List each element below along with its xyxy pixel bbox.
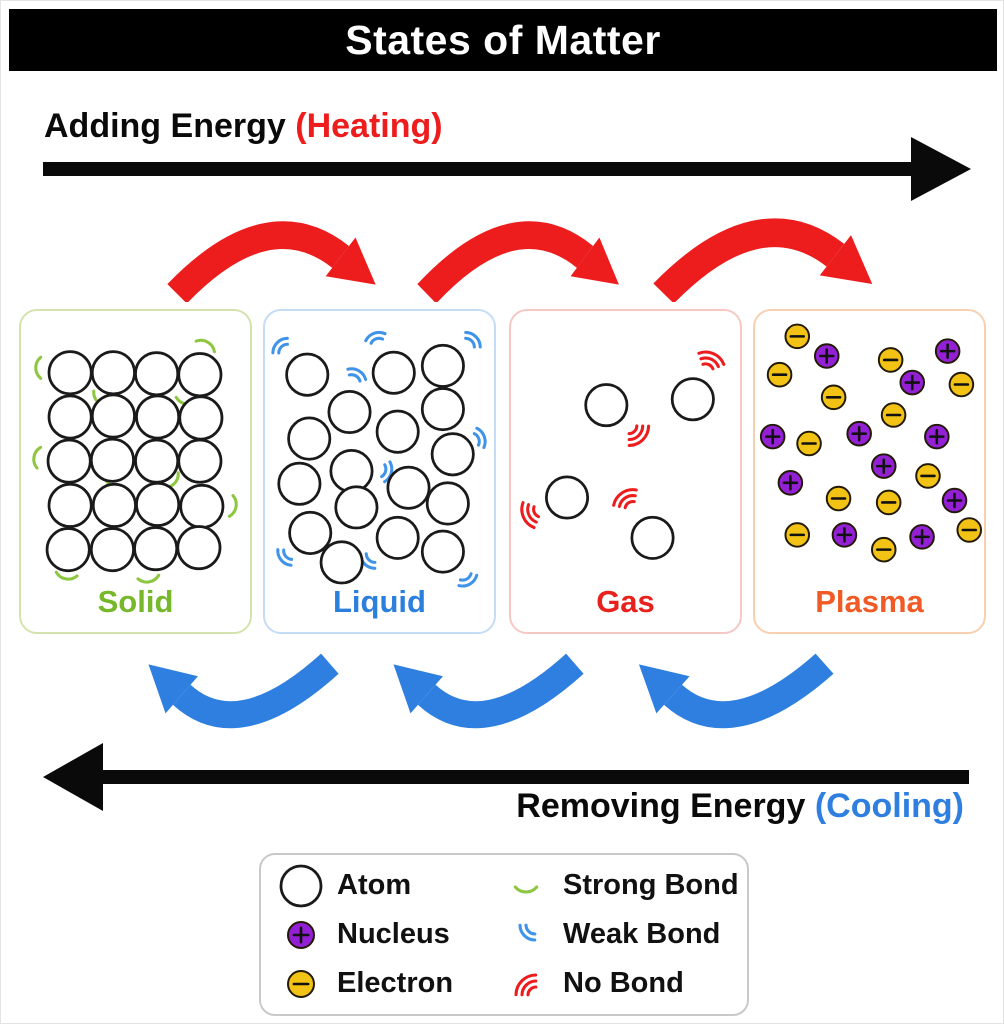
heating-step-arrow-gas-to-plasma-icon — [653, 218, 873, 302]
weak-bond-icon — [499, 915, 555, 955]
heating-label-text: Adding Energy — [44, 107, 286, 145]
adding-energy-arrow-icon — [43, 137, 971, 201]
plasma-panel: Plasma — [753, 309, 986, 634]
legend-column-left: Atom Nucleus Electron — [273, 861, 499, 1008]
gas-panel: Gas — [509, 309, 742, 634]
atom-icon — [273, 861, 329, 911]
liquid-panel: Liquid — [263, 309, 496, 634]
legend-label-electron: Electron — [337, 967, 454, 999]
legend-label-strong-bond: Strong Bond — [563, 869, 739, 901]
plasma-label: Plasma — [815, 584, 924, 619]
legend-label-nucleus: Nucleus — [337, 918, 450, 950]
heating-step-arrow-solid-to-liquid-icon — [167, 221, 376, 302]
strong-bond-icon — [499, 866, 555, 906]
nucleus-icon — [273, 915, 329, 955]
legend-item-atom: Atom — [273, 862, 499, 910]
gas-atoms-art — [520, 350, 726, 560]
cooling-label-text: Removing Energy — [516, 787, 806, 825]
liquid-label: Liquid — [333, 584, 426, 619]
legend-item-strong-bond: Strong Bond — [499, 862, 747, 910]
page-title: States of Matter — [345, 16, 661, 63]
heating-step-arrow-liquid-to-gas-icon — [417, 221, 619, 302]
title-bar: States of Matter — [9, 9, 997, 71]
no-bond-icon — [499, 964, 555, 1004]
heating-label: Adding Energy (Heating) — [44, 107, 443, 146]
legend: Atom Nucleus Electron Strong Bond Weak B… — [259, 853, 749, 1016]
legend-label-no-bond: No Bond — [563, 967, 684, 999]
plasma-particles-art — [759, 323, 983, 563]
cooling-step-arrow-plasma-to-gas-icon — [638, 653, 834, 729]
solid-panel: Solid — [19, 309, 252, 634]
cooling-label: Removing Energy (Cooling) — [516, 787, 964, 826]
legend-label-weak-bond: Weak Bond — [563, 918, 721, 950]
cooling-label-paren: (Cooling) — [814, 787, 964, 825]
solid-atoms-art — [32, 338, 238, 584]
legend-item-electron: Electron — [273, 960, 499, 1008]
cooling-step-arrow-liquid-to-solid-icon — [148, 653, 339, 729]
legend-item-no-bond: No Bond — [499, 960, 747, 1008]
solid-label: Solid — [97, 584, 174, 619]
cooling-step-arrow-gas-to-liquid-icon — [393, 653, 584, 729]
gas-label: Gas — [596, 584, 655, 619]
legend-column-right: Strong Bond Weak Bond No Bond — [499, 861, 747, 1008]
heating-label-paren: (Heating) — [295, 107, 443, 145]
liquid-atoms-art — [271, 330, 487, 588]
electron-icon — [273, 964, 329, 1004]
legend-item-weak-bond: Weak Bond — [499, 911, 747, 959]
legend-item-nucleus: Nucleus — [273, 911, 499, 959]
removing-energy-arrow-icon — [43, 743, 969, 811]
legend-label-atom: Atom — [337, 869, 412, 901]
